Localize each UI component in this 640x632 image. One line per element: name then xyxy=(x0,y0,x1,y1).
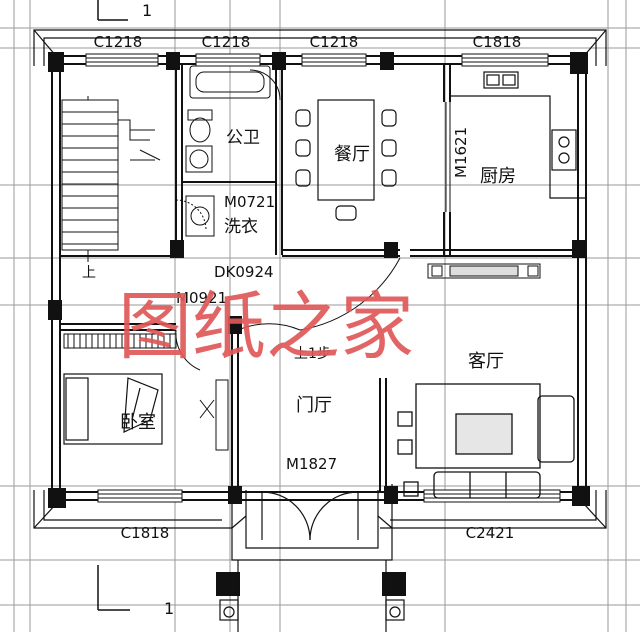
door-label-bath: M0721 xyxy=(224,193,275,211)
bed xyxy=(63,373,163,445)
window-label-top-3: C1218 xyxy=(310,33,359,51)
windows-bottom xyxy=(97,489,561,503)
wardrobe xyxy=(63,333,177,349)
window-label-bottom-right: C2421 xyxy=(466,524,515,542)
window-label-top-2: C1218 xyxy=(202,33,251,51)
kitchen-door xyxy=(445,102,451,212)
roof-outline xyxy=(33,29,607,561)
door-label-opening: DK0924 xyxy=(214,263,274,281)
sofa-set xyxy=(397,383,575,499)
room-label-dining: 餐厅 xyxy=(334,144,370,165)
room-label-living: 客厅 xyxy=(468,351,504,372)
room-label-laundry: 洗衣 xyxy=(224,217,258,237)
door-label-bedroom: M0921 xyxy=(176,289,227,307)
bedroom-desk xyxy=(199,379,229,451)
door-label-kitchen: M1621 xyxy=(452,127,470,178)
windows-top xyxy=(85,53,549,67)
kitchen-counter xyxy=(450,71,586,199)
tv-cabinet xyxy=(427,263,541,279)
toilet xyxy=(187,109,213,143)
room-label-hall: 门厅 xyxy=(296,395,332,416)
room-label-kitchen: 厨房 xyxy=(480,166,516,187)
window-label-bottom-left: C1818 xyxy=(121,524,170,542)
axis-marker-top xyxy=(97,0,128,21)
door-swings xyxy=(175,69,401,371)
watermark-text: 图纸之家 xyxy=(118,284,414,370)
window-label-top-1: C1218 xyxy=(94,33,143,51)
stair-label-up: 上 xyxy=(82,265,96,281)
axis-label-bottom: 1 xyxy=(164,599,174,618)
door-label-entrance: M1827 xyxy=(286,455,337,473)
entrance-door xyxy=(261,491,359,541)
dining-table xyxy=(295,99,397,221)
axis-label-top: 1 xyxy=(142,1,152,20)
columns xyxy=(48,52,590,596)
window-label-top-4: C1818 xyxy=(473,33,522,51)
axis-marker-bottom xyxy=(97,565,130,611)
stair-label-step: 上1步 xyxy=(294,346,331,362)
washing-machine xyxy=(185,195,215,237)
staircase xyxy=(61,96,161,262)
wash-basin xyxy=(185,145,213,173)
porch-steps xyxy=(219,560,405,632)
room-label-bedroom: 卧室 xyxy=(120,412,156,433)
bathtub xyxy=(189,65,271,99)
room-label-bath: 公卫 xyxy=(226,128,260,148)
interior-walls xyxy=(60,64,578,492)
